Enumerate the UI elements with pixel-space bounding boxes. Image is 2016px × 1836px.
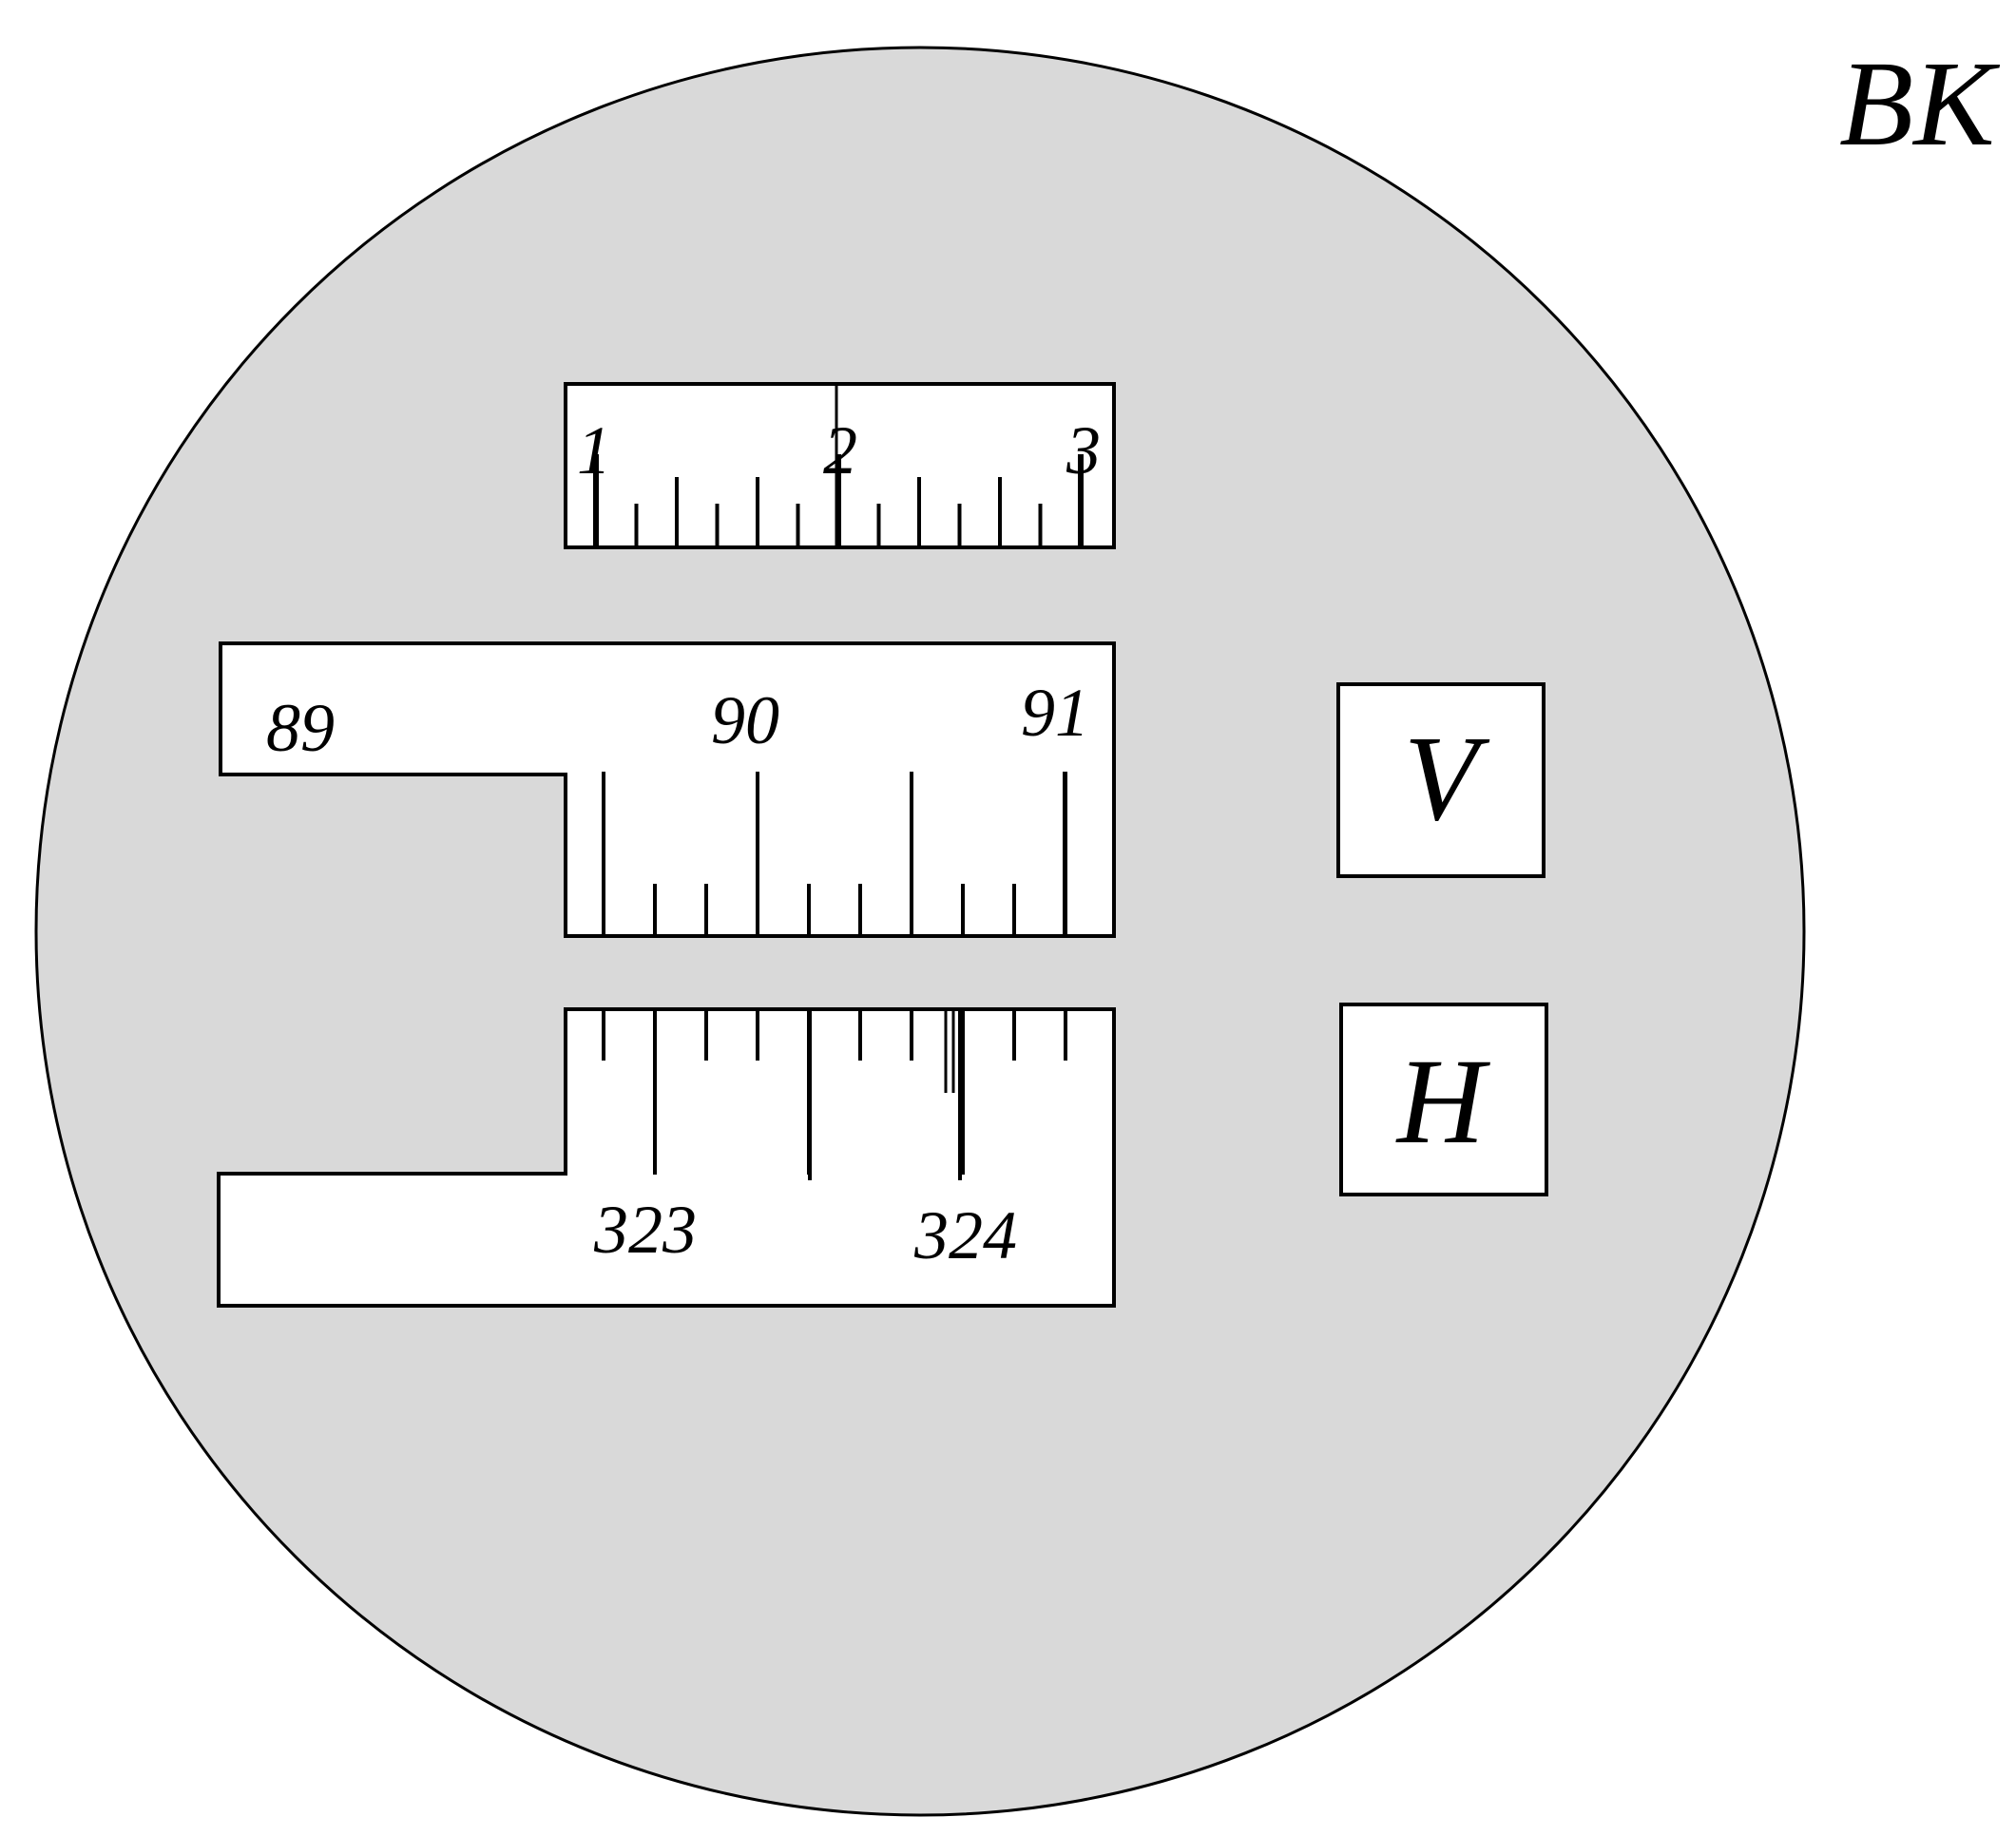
- vertical-scale-ticks: [602, 772, 1067, 934]
- horizontal-circle-scale: 323 324: [217, 1007, 1116, 1308]
- vertical-scale-label-91: 91: [1021, 675, 1089, 751]
- horizontal-scale-label-323: 323: [593, 1192, 697, 1268]
- vertical-indicator: V: [1336, 682, 1546, 878]
- horizontal-scale-window: [217, 1007, 1116, 1308]
- vertical-scale-window: [219, 641, 1116, 938]
- top-scale-label-3: 3: [1066, 412, 1101, 488]
- horizontal-indicator-letter: H: [1395, 1034, 1491, 1169]
- vertical-indicator-box: [1336, 682, 1546, 878]
- vertical-scale-label-90: 90: [711, 682, 779, 758]
- horizontal-indicator-box: [1339, 1003, 1548, 1196]
- horizontal-scale-label-324: 324: [913, 1197, 1017, 1273]
- top-scale-label-1: 1: [577, 412, 611, 488]
- top-scale-label-2: 2: [823, 412, 857, 488]
- top-micrometer-scale: 1 2 3: [564, 382, 1116, 549]
- vertical-circle-scale: 89 90 91: [219, 641, 1116, 938]
- vertical-indicator-letter: V: [1404, 711, 1490, 846]
- horizontal-indicator: H: [1339, 1003, 1548, 1196]
- horizontal-scale-ticks: [602, 1011, 1067, 1180]
- corner-label: BK: [1839, 36, 2000, 171]
- vertical-scale-label-89: 89: [266, 690, 335, 766]
- top-scale-ticks: [593, 454, 1084, 545]
